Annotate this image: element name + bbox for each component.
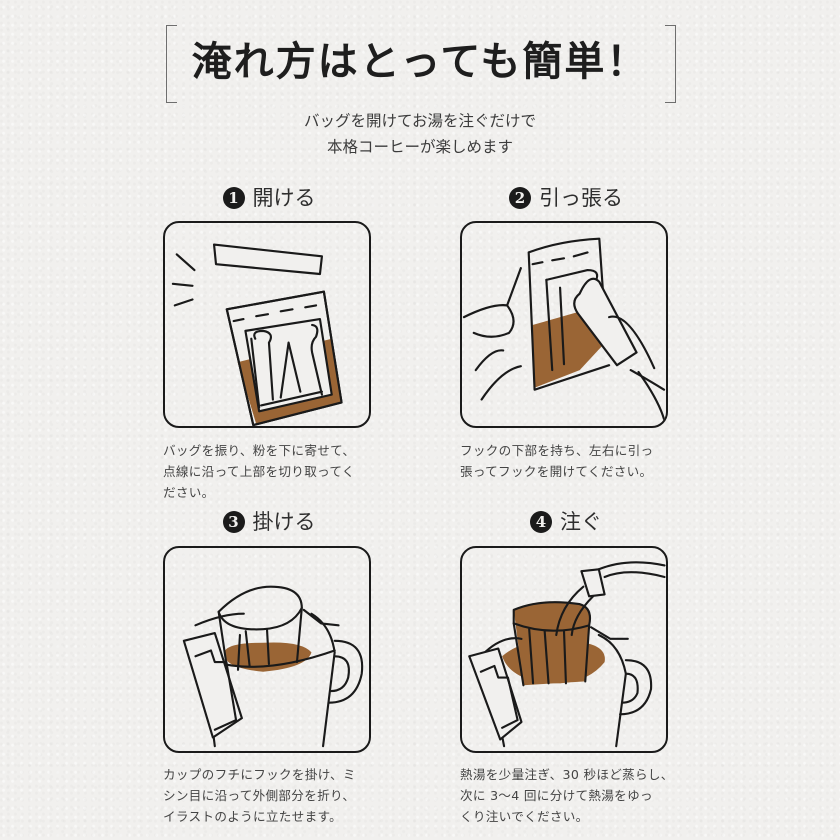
step-1-illustration <box>163 221 371 428</box>
step-number-badge: 1 <box>222 187 245 209</box>
description-line: 熱湯を少量注ぎ、30 秒ほど蒸らし、 <box>460 767 674 782</box>
hang-on-cup-icon <box>182 585 364 748</box>
description-line: 点線に沿って上部を切り取ってく <box>163 464 355 479</box>
step-3-heading: 3 掛ける <box>163 507 375 537</box>
subtitle-line: バッグを開けてお湯を注ぐだけで <box>303 112 537 130</box>
description-line: 張ってフックを開けてください。 <box>460 464 653 479</box>
description-line: バッグを振り、粉を下に寄せて、 <box>163 443 356 458</box>
title-bracket-left <box>166 25 177 103</box>
step-title: 注ぐ <box>560 510 602 534</box>
page-title: 淹れ方はとっても簡単！ <box>191 38 649 85</box>
step-number-badge: 3 <box>222 511 245 533</box>
step-3-description: カップのフチにフックを掛け、ミ シン目に沿って外側部分を折り、 イラストのように… <box>163 764 393 827</box>
description-line: カップのフチにフックを掛け、ミ <box>163 767 356 782</box>
step-3-illustration <box>163 546 371 753</box>
step-title: 開ける <box>252 186 316 210</box>
description-line: くり注いでください。 <box>460 809 589 824</box>
subtitle: バッグを開けてお湯を注ぐだけで 本格コーヒーが楽しめます <box>200 108 640 160</box>
step-2-description: フックの下部を持ち、左右に引っ 張ってフックを開けてください。 <box>460 440 690 482</box>
description-line: ださい。 <box>163 485 215 500</box>
step-title: 引っ張る <box>539 186 623 210</box>
pull-hooks-icon <box>462 237 666 421</box>
step-number-badge: 2 <box>509 187 531 209</box>
step-1-heading: 1 開ける <box>163 183 375 213</box>
pour-water-icon <box>468 561 666 748</box>
step-2-heading: 2 引っ張る <box>460 183 672 213</box>
subtitle-line: 本格コーヒーが楽しめます <box>326 138 513 156</box>
description-line: 次に 3～4 回に分けて熱湯をゆっ <box>460 788 653 803</box>
step-2-illustration <box>460 221 668 428</box>
description-line: シン目に沿って外側部分を折り、 <box>163 788 356 803</box>
title-bracket-right <box>665 25 676 103</box>
description-line: イラストのように立たせます。 <box>163 809 343 824</box>
description-line: フックの下部を持ち、左右に引っ <box>460 443 654 458</box>
step-number-badge: 4 <box>530 511 552 533</box>
step-4-heading: 4 注ぐ <box>460 507 672 537</box>
step-title: 掛ける <box>252 510 316 534</box>
step-4-illustration <box>460 546 668 753</box>
step-4-description: 熱湯を少量注ぎ、30 秒ほど蒸らし、 次に 3～4 回に分けて熱湯をゆっ くり注… <box>460 764 690 827</box>
tear-open-bag-icon <box>171 243 343 426</box>
step-1-description: バッグを振り、粉を下に寄せて、 点線に沿って上部を切り取ってく ださい。 <box>163 440 393 503</box>
